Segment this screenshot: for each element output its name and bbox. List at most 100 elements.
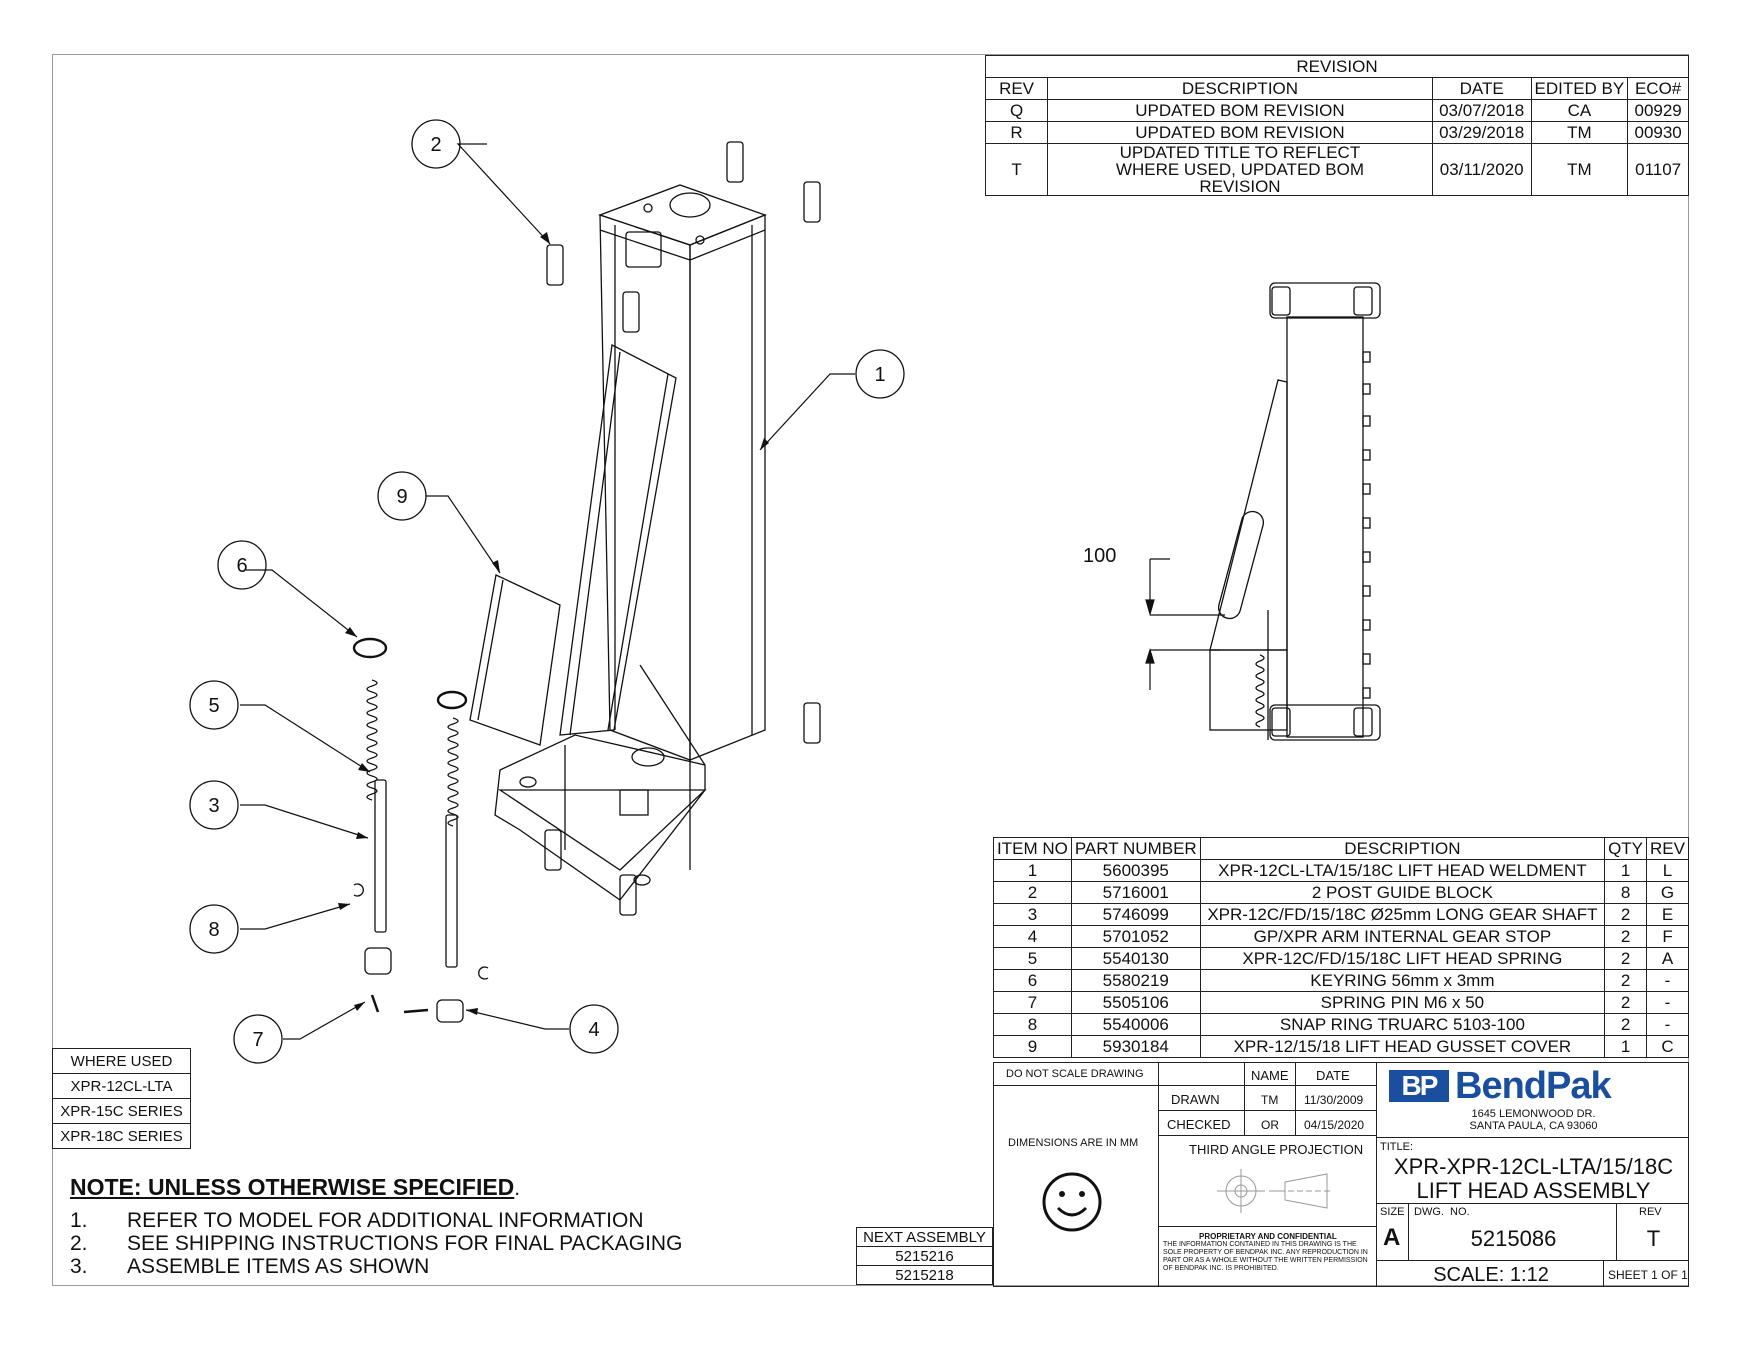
qty-cell: 2 — [1604, 991, 1648, 1014]
where-used-table: WHERE USED XPR-12CL-LTA XPR-15C SERIES X… — [52, 1048, 191, 1149]
where-used-item: XPR-18C SERIES — [52, 1123, 191, 1149]
third-angle-projection-icon — [1217, 1169, 1333, 1213]
balloon-label: 6 — [236, 555, 247, 577]
address-line-2: SANTA PAULA, CA 93060 — [1469, 1120, 1598, 1132]
note-item: 2.SEE SHIPPING INSTRUCTIONS FOR FINAL PA… — [70, 1232, 682, 1255]
note-number: 1. — [70, 1209, 88, 1232]
qty-cell: 2 — [1604, 969, 1648, 992]
balloon-label: 4 — [588, 1019, 599, 1041]
part-cell: 5540006 — [1070, 1013, 1201, 1036]
description-cell: XPR-12C/FD/15/18C LIFT HEAD SPRING — [1199, 947, 1606, 970]
drawn-name-cell: TM — [1244, 1085, 1296, 1111]
rev-cell: R — [984, 121, 1049, 144]
eco-cell: 01107 — [1627, 143, 1689, 196]
title-cell: TITLE: XPR-XPR-12CL-LTA/15/18C LIFT HEAD… — [1376, 1137, 1689, 1204]
checked-label: CHECKED — [1167, 1117, 1231, 1132]
edited-by-cell: TM — [1530, 143, 1629, 196]
balloon-labels: 2 1 5 4 3 6 7 8 9 — [208, 134, 885, 1051]
description-cell: UPDATED BOM REVISION — [1047, 121, 1433, 144]
item-cell: 7 — [993, 991, 1072, 1014]
balloon-circles — [189, 119, 905, 1064]
description-cell: UPDATED BOM REVISION — [1047, 99, 1433, 122]
gear-shaft-drawing — [352, 637, 489, 1023]
next-assembly-item: 5215216 — [856, 1246, 993, 1266]
leader-arrowheads — [338, 232, 769, 1015]
dimension-label: 100 — [1083, 545, 1117, 567]
sheet-cell: SHEET 1 OF 1 — [1603, 1260, 1689, 1287]
qty-cell: 2 — [1604, 903, 1648, 926]
rev-label: REV — [1639, 1206, 1662, 1218]
part-cell: 5600395 — [1070, 859, 1201, 882]
sheet-value: SHEET 1 OF 1 — [1608, 1268, 1688, 1282]
bom-header: PART NUMBER — [1070, 837, 1201, 860]
description-cell: UPDATED TITLE TO REFLECT WHERE USED, UPD… — [1047, 143, 1433, 196]
projection-label: THIRD ANGLE PROJECTION — [1189, 1142, 1364, 1157]
name-header-cell: NAME — [1244, 1062, 1296, 1086]
balloon-label: 7 — [252, 1029, 263, 1051]
drawn-date: 11/30/2009 — [1304, 1093, 1364, 1107]
description-cell: 2 POST GUIDE BLOCK — [1199, 881, 1606, 904]
rev-cell: T — [984, 143, 1049, 196]
proprietary-cell: PROPRIETARY AND CONFIDENTIAL THE INFORMA… — [1158, 1226, 1377, 1287]
size-label: SIZE — [1380, 1206, 1405, 1218]
qty-cell: 1 — [1604, 1035, 1648, 1058]
qty-cell: 2 — [1604, 947, 1648, 970]
drawn-date-cell: 11/30/2009 — [1295, 1085, 1377, 1111]
drawn-label: DRAWN — [1171, 1092, 1220, 1107]
bendpak-logo-text: BendPak — [1455, 1065, 1612, 1107]
next-assembly-item: 5215218 — [856, 1265, 993, 1285]
checked-name-cell: OR — [1244, 1110, 1296, 1136]
note-text: SEE SHIPPING INSTRUCTIONS FOR FINAL PACK… — [127, 1232, 683, 1255]
projection-cell: THIRD ANGLE PROJECTION — [1158, 1135, 1377, 1227]
part-cell: 5540130 — [1070, 947, 1201, 970]
qty-cell: 1 — [1604, 859, 1648, 882]
bom-header: REV — [1646, 837, 1689, 860]
revision-header: ECO# — [1627, 77, 1689, 100]
part-cell: 5580219 — [1070, 969, 1201, 992]
description-cell: SNAP RING TRUARC 5103-100 — [1199, 1013, 1606, 1036]
note-text: ASSEMBLE ITEMS AS SHOWN — [127, 1255, 430, 1278]
date-cell: 03/11/2020 — [1431, 143, 1532, 196]
balloon-label: 8 — [208, 919, 219, 941]
checked-label-cell: CHECKED — [1158, 1110, 1245, 1136]
drawing-title-line-2: LIFT HEAD ASSEMBLY — [1416, 1178, 1651, 1203]
part-cell: 5505106 — [1070, 991, 1201, 1014]
rev-cell: E — [1646, 903, 1689, 926]
table-row: R UPDATED BOM REVISION 03/29/2018 TM 009… — [984, 121, 1689, 144]
revision-header-row: REV DESCRIPTION DATE EDITED BY ECO# — [984, 77, 1689, 100]
revision-header: DATE — [1431, 77, 1532, 100]
item-cell: 1 — [993, 859, 1072, 882]
description-cell: GP/XPR ARM INTERNAL GEAR STOP — [1199, 925, 1606, 948]
company-cell: BP BendPak 1645 LEMONWOOD DR. SANTA PAUL… — [1376, 1062, 1689, 1138]
notes-heading: NOTE: UNLESS OTHERWISE SPECIFIED — [70, 1174, 515, 1200]
revision-header: DESCRIPTION — [1047, 77, 1433, 100]
drawing-frame — [52, 54, 1689, 1286]
item-cell: 6 — [993, 969, 1072, 992]
dwg-no-cell: DWG. NO. 5215086 — [1408, 1203, 1617, 1261]
dimensions-note: DIMENSIONS ARE IN MM — [1008, 1137, 1139, 1149]
eco-cell: 00929 — [1627, 99, 1689, 122]
drawn-label-cell: DRAWN — [1158, 1085, 1245, 1111]
balloon-label: 1 — [874, 364, 885, 386]
note-number: 3. — [70, 1255, 88, 1278]
dimension-100-lines — [1145, 558, 1225, 690]
description-cell: XPR-12C/FD/15/18C Ø25mm LONG GEAR SHAFT — [1199, 903, 1606, 926]
revision-header: EDITED BY — [1530, 77, 1629, 100]
qty-cell: 2 — [1604, 1013, 1648, 1036]
note-text: REFER TO MODEL FOR ADDITIONAL INFORMATIO… — [127, 1209, 644, 1232]
item-cell: 3 — [993, 903, 1072, 926]
blank-cell — [1158, 1062, 1245, 1086]
size-cell: SIZE A — [1376, 1203, 1409, 1261]
rev-value: T — [1646, 1226, 1661, 1251]
size-value: A — [1383, 1224, 1401, 1251]
bom-header: ITEM NO — [993, 837, 1072, 860]
leader-lines — [240, 143, 855, 1040]
dwg-no-label: DWG. NO. — [1414, 1206, 1470, 1218]
bom-header: DESCRIPTION — [1199, 837, 1606, 860]
part-cell: 5930184 — [1070, 1035, 1201, 1058]
eco-cell: 00930 — [1627, 121, 1689, 144]
